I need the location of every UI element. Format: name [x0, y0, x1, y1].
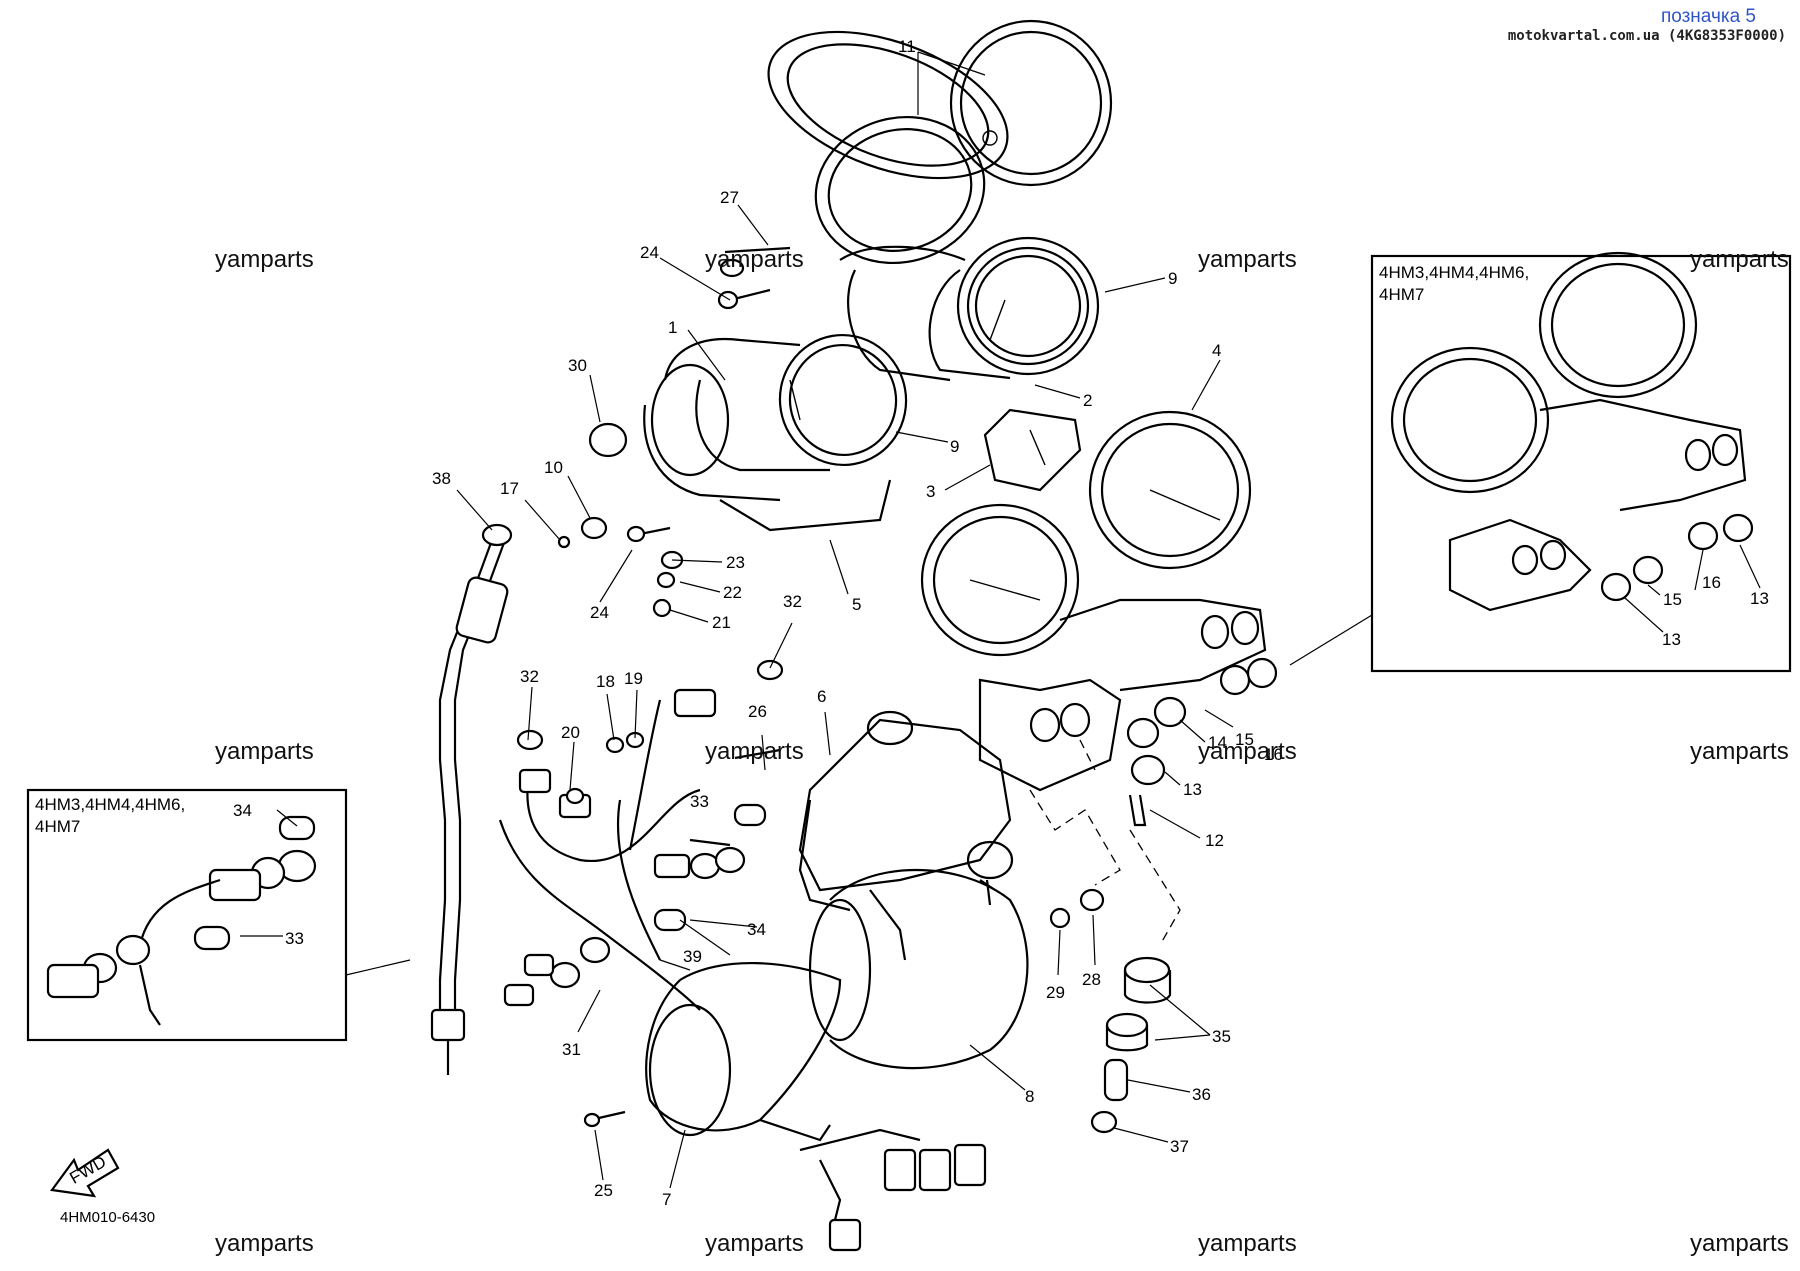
- part-label: 15: [1235, 730, 1254, 749]
- part-label: 32: [783, 592, 802, 611]
- part-cover-7: [645, 962, 842, 1142]
- part-wiring-harness: [498, 688, 987, 1252]
- inset-left-title-line1: 4HM3,4HM4,4HM6,: [35, 795, 185, 814]
- part-gauge-assembly-4: [920, 410, 1267, 792]
- part-label: 30: [568, 356, 587, 375]
- part-label: 1: [668, 318, 677, 337]
- part-label: 22: [723, 583, 742, 602]
- part-label: 20: [561, 723, 580, 742]
- part-cable-38: [430, 523, 513, 1075]
- part-label: 15: [1663, 590, 1682, 609]
- watermark-text: yamparts: [1198, 738, 1297, 765]
- part-grommets-35-37: [985, 879, 1172, 1134]
- part-ring-11: [767, 19, 1113, 187]
- part-label: 4: [1212, 341, 1221, 360]
- part-label: 37: [1170, 1137, 1189, 1156]
- leader-lines: [240, 51, 1761, 1189]
- part-label: 3: [926, 482, 935, 501]
- part-label: 11: [898, 37, 916, 56]
- watermark-text: yamparts: [705, 738, 804, 765]
- part-label: 23: [726, 553, 745, 572]
- part-label: 32: [520, 667, 539, 686]
- part-gauge-upper: [839, 236, 1100, 382]
- watermark-text: yamparts: [1198, 246, 1297, 273]
- part-label: 10: [544, 458, 563, 477]
- part-label: 28: [1082, 970, 1101, 989]
- guide-dashed-lines: [1029, 739, 1181, 946]
- part-label: 21: [712, 613, 731, 632]
- part-label: 5: [852, 595, 861, 614]
- inset-left: [26, 788, 411, 1042]
- watermark-text: yamparts: [705, 246, 804, 273]
- part-label: 16: [1264, 745, 1283, 764]
- part-label: 16: [1702, 573, 1721, 592]
- part-label: 25: [594, 1181, 613, 1200]
- watermark-text: yamparts: [215, 1230, 314, 1257]
- fwd-arrow-icon: FWD: [50, 1148, 120, 1198]
- watermark-text: yamparts: [705, 1230, 804, 1257]
- part-label: 14: [1208, 733, 1227, 752]
- part-label: 9: [950, 437, 959, 456]
- header-source-text: motokvartal.com.ua (4KG8353F0000): [1507, 28, 1786, 44]
- part-label: 39: [683, 947, 702, 966]
- part-cap-30: [588, 422, 628, 458]
- watermark-text: yamparts: [215, 246, 314, 273]
- part-label: 31: [562, 1040, 581, 1059]
- watermark-text: yamparts: [1690, 1230, 1789, 1257]
- part-gauge-main: [643, 333, 908, 532]
- diagram-code: 4HM010-6430: [60, 1209, 156, 1226]
- part-label: 13: [1183, 780, 1202, 799]
- watermark-text: yamparts: [1690, 738, 1789, 765]
- part-label: 13: [1750, 589, 1769, 608]
- part-label: 13: [1662, 630, 1681, 649]
- inset-left-title-line2: 4HM7: [35, 817, 80, 836]
- part-screws: [516, 246, 791, 1128]
- part-ring-11b: [814, 115, 986, 265]
- part-label: 34: [747, 920, 766, 939]
- part-number-labels: 11 27 24 9 1 30 2 9 3 4 38 17 10 5 23 24…: [233, 37, 1769, 1209]
- header-link-text[interactable]: позначка 5: [1660, 6, 1756, 27]
- part-label: 19: [624, 669, 643, 688]
- part-plate-3: [983, 408, 1082, 492]
- part-label: 27: [720, 188, 739, 207]
- part-label: 7: [662, 1190, 671, 1209]
- part-label: 6: [817, 687, 826, 706]
- inset-right-title-line1: 4HM3,4HM4,4HM6,: [1379, 263, 1529, 282]
- part-label: 36: [1192, 1085, 1211, 1104]
- part-label: 34: [233, 801, 252, 820]
- part-label: 33: [285, 929, 304, 948]
- part-label: 33: [690, 792, 709, 811]
- part-label: 24: [590, 603, 609, 622]
- part-label: 8: [1025, 1087, 1034, 1106]
- inset-right: [1289, 251, 1792, 673]
- part-label: 12: [1205, 831, 1224, 850]
- part-label: 17: [500, 479, 519, 498]
- inset-right-title-line2: 4HM7: [1379, 285, 1424, 304]
- part-label: 38: [432, 469, 451, 488]
- watermark-text: yamparts: [215, 738, 314, 765]
- part-label: 24: [640, 243, 659, 262]
- watermark-text: yamparts: [1198, 1230, 1297, 1257]
- part-label: 9: [1168, 269, 1177, 288]
- part-label: 29: [1046, 983, 1065, 1002]
- part-nuts-12-16: [1126, 657, 1278, 827]
- part-label: 35: [1212, 1027, 1231, 1046]
- part-bulbs-33-34: [653, 803, 767, 932]
- part-label: 2: [1083, 391, 1092, 410]
- watermark-text: yamparts: [1690, 246, 1789, 273]
- part-label: 26: [748, 702, 767, 721]
- part-cover-8: [808, 869, 1029, 1070]
- part-label: 18: [596, 672, 615, 691]
